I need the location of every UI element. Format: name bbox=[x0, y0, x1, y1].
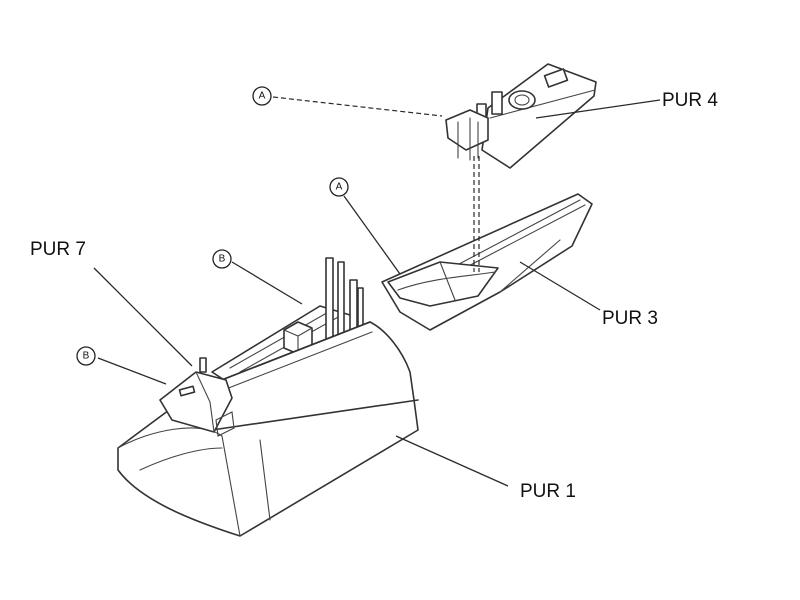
svg-text:A: A bbox=[259, 91, 266, 102]
svg-text:B: B bbox=[83, 351, 90, 362]
part-pur7 bbox=[159, 357, 235, 437]
marker-b-top: B bbox=[212, 249, 232, 269]
marker-a-top: A bbox=[252, 86, 272, 106]
marker-a-mid: A bbox=[329, 177, 349, 197]
leader-pur4 bbox=[535, 99, 661, 119]
leader-b-top bbox=[231, 261, 303, 305]
part-pur3 bbox=[381, 193, 593, 331]
label-pur1: PUR 1 bbox=[520, 481, 576, 502]
leader-pur1 bbox=[395, 435, 509, 487]
leader-pur7 bbox=[93, 267, 193, 367]
svg-text:B: B bbox=[219, 254, 226, 265]
leader-a-top bbox=[272, 96, 443, 117]
marker-b-left: B bbox=[76, 346, 96, 366]
label-pur4: PUR 4 bbox=[662, 90, 718, 111]
label-pur7: PUR 7 bbox=[30, 239, 86, 260]
part-pur4 bbox=[445, 63, 597, 169]
leader-pur3 bbox=[519, 261, 601, 311]
leader-a-mid bbox=[343, 195, 401, 275]
leader-b-left bbox=[97, 357, 167, 385]
label-pur3: PUR 3 bbox=[602, 308, 658, 329]
svg-text:A: A bbox=[336, 182, 343, 193]
part-pur1 bbox=[117, 257, 419, 537]
